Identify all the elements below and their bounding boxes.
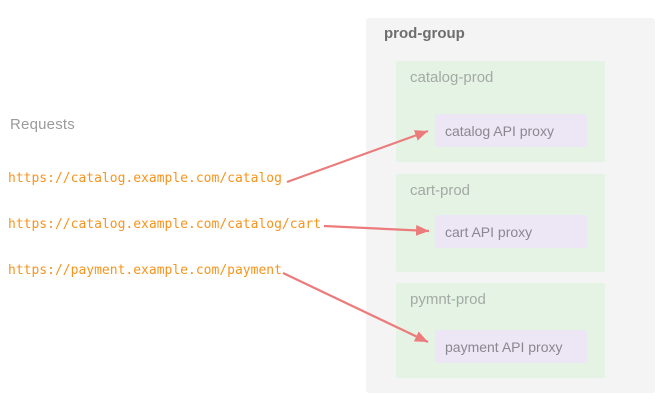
env-cart-prod-label: cart-prod [410, 182, 471, 199]
request-url-cart: https://catalog.example.com/catalog/cart [8, 217, 322, 232]
proxy-payment: payment API proxy [435, 330, 587, 363]
request-url-catalog: https://catalog.example.com/catalog [8, 171, 282, 186]
proxy-catalog-label: catalog API proxy [445, 122, 554, 139]
env-catalog-prod-label: catalog-prod [410, 69, 494, 86]
requests-title: Requests [10, 116, 75, 133]
env-cart-prod: cart-prod cart API proxy [396, 174, 605, 272]
proxy-cart-label: cart API proxy [445, 223, 533, 240]
env-pymnt-prod: pymnt-prod payment API proxy [396, 283, 605, 378]
proxy-payment-label: payment API proxy [445, 338, 563, 355]
prod-group-panel: prod-group catalog-prod catalog API prox… [366, 18, 655, 393]
proxy-cart: cart API proxy [435, 215, 587, 248]
env-pymnt-prod-label: pymnt-prod [410, 291, 486, 308]
proxy-catalog: catalog API proxy [435, 114, 587, 147]
request-url-payment: https://payment.example.com/payment [8, 263, 282, 278]
prod-group-title: prod-group [384, 25, 465, 42]
env-catalog-prod: catalog-prod catalog API proxy [396, 61, 605, 162]
